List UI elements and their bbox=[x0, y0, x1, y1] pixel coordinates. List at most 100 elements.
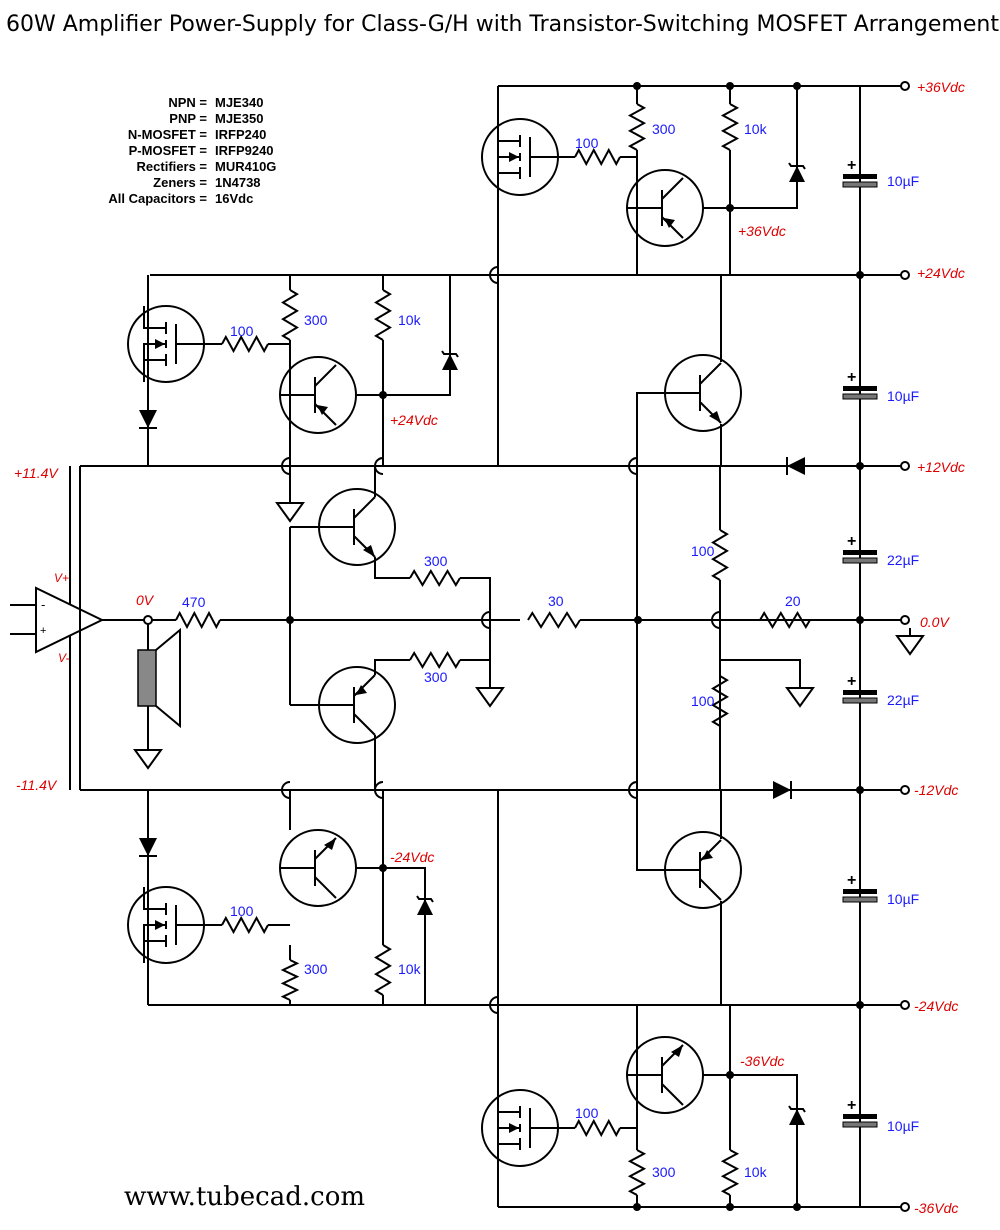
junction-dot bbox=[379, 864, 387, 872]
zener-bar bbox=[416, 895, 434, 903]
r-value: 100 bbox=[230, 903, 254, 919]
r-value: 10k bbox=[744, 121, 768, 137]
diagram-title: 60W Amplifier Power-Supply for Class-G/H… bbox=[6, 12, 999, 37]
legend-row: Zeners =1N4738 bbox=[153, 175, 261, 190]
cap-value: 10µF bbox=[887, 173, 919, 189]
mosfet-arrow bbox=[509, 152, 519, 162]
wire bbox=[703, 86, 798, 209]
wire-crossover bbox=[374, 457, 384, 475]
junction-dot bbox=[634, 616, 642, 624]
node-p36-label: +36Vdc bbox=[738, 223, 786, 239]
rail-n24-label: -24Vdc bbox=[914, 998, 958, 1014]
capacitor bbox=[843, 174, 877, 179]
emitter-arrow bbox=[363, 545, 375, 557]
diode bbox=[139, 838, 157, 856]
amp-out-label: 0V bbox=[136, 592, 155, 608]
resistor bbox=[221, 334, 269, 354]
junction-dot bbox=[726, 82, 734, 90]
zener-bar bbox=[788, 1105, 806, 1113]
wire-crossover bbox=[489, 996, 499, 1014]
amp-vm-label: V- bbox=[58, 651, 70, 665]
rail-n36-label: -36Vdc bbox=[914, 1200, 958, 1216]
legend-row: PNP =MJE350 bbox=[169, 111, 264, 126]
rectifier-diode bbox=[787, 457, 805, 475]
capacitor bbox=[843, 889, 877, 894]
junction-dot bbox=[726, 1203, 734, 1211]
wire bbox=[374, 557, 410, 579]
transistor-collector bbox=[699, 362, 722, 385]
r-value: 100 bbox=[575, 135, 599, 151]
amp-vp-label: V+ bbox=[54, 571, 69, 585]
rail-p24-label: +24Vdc bbox=[917, 265, 965, 281]
r-value: 300 bbox=[304, 312, 328, 328]
node-n24-label: -24Vdc bbox=[390, 849, 434, 865]
op-amp bbox=[35, 586, 105, 654]
node-p24-label: +24Vdc bbox=[390, 412, 438, 428]
capacitor bbox=[843, 386, 877, 391]
resistor bbox=[281, 289, 299, 341]
resistor bbox=[627, 1149, 647, 1196]
rail-p12-label: +12Vdc bbox=[917, 459, 965, 475]
wire-crossover bbox=[628, 457, 638, 475]
wire bbox=[636, 790, 665, 871]
r-value: 100 bbox=[230, 323, 254, 339]
node-n36-label: -36Vdc bbox=[740, 1053, 784, 1069]
junction-dot bbox=[286, 616, 294, 624]
zener-diode bbox=[789, 166, 805, 182]
emitter-arrow bbox=[671, 1045, 683, 1057]
wire-crossover bbox=[281, 457, 291, 475]
junction-dot bbox=[793, 82, 801, 90]
wire-crossover bbox=[489, 266, 499, 284]
r-value: 30 bbox=[548, 593, 564, 609]
junction-dot bbox=[633, 82, 641, 90]
wire bbox=[636, 392, 665, 466]
plus-sign: + bbox=[847, 1097, 856, 1114]
output-terminal bbox=[900, 81, 910, 91]
transistor-collector bbox=[314, 876, 337, 899]
wire bbox=[703, 1074, 798, 1207]
emitter-arrow bbox=[356, 685, 367, 695]
junction-dot bbox=[633, 1203, 641, 1211]
output-terminal bbox=[143, 615, 153, 625]
wire-crossover bbox=[374, 781, 384, 799]
wire bbox=[356, 275, 451, 396]
wire-crossover bbox=[711, 611, 721, 629]
wires bbox=[10, 85, 905, 1208]
transistor-collector bbox=[353, 496, 376, 519]
junction-dot bbox=[379, 391, 387, 399]
wire bbox=[374, 659, 410, 675]
rail-zero-label: 0.0V bbox=[920, 614, 950, 630]
capacitor bbox=[842, 181, 878, 188]
resistor bbox=[409, 569, 461, 587]
plus-sign: + bbox=[847, 369, 856, 386]
resistor bbox=[374, 289, 392, 341]
emitter-arrow bbox=[702, 850, 713, 860]
r-value: 470 bbox=[182, 594, 206, 610]
ground-symbol bbox=[895, 628, 925, 656]
emitter-arrow bbox=[709, 411, 721, 423]
emitter-arrow bbox=[317, 405, 328, 415]
cap-value: 10µF bbox=[887, 891, 919, 907]
r-value: 300 bbox=[652, 1164, 676, 1180]
wire bbox=[460, 577, 491, 660]
diode bbox=[139, 410, 157, 428]
resistor bbox=[527, 611, 581, 629]
ground-symbol bbox=[133, 742, 163, 770]
capacitor bbox=[843, 690, 877, 695]
rail-n12-label: -12Vdc bbox=[914, 782, 958, 798]
legend-row: P-MOSFET =IRFP9240 bbox=[128, 143, 274, 158]
wire-crossover bbox=[481, 611, 491, 629]
r-value: 300 bbox=[424, 553, 448, 569]
capacitor bbox=[843, 1114, 877, 1119]
ground-symbol bbox=[275, 495, 305, 523]
parts: ++++++ bbox=[35, 81, 925, 1212]
website-footer: www.tubecad.com bbox=[124, 1182, 366, 1212]
amp-vminus-rail-label: -11.4V bbox=[16, 777, 58, 793]
r-value: 10k bbox=[398, 312, 422, 328]
r-value: 10k bbox=[398, 961, 422, 977]
r-value: 300 bbox=[304, 961, 328, 977]
output-terminal bbox=[900, 615, 910, 625]
mosfet-arrow bbox=[509, 1123, 519, 1133]
amp-vplus-rail-label: +11.4V bbox=[14, 465, 59, 481]
plus-sign: + bbox=[847, 157, 856, 174]
